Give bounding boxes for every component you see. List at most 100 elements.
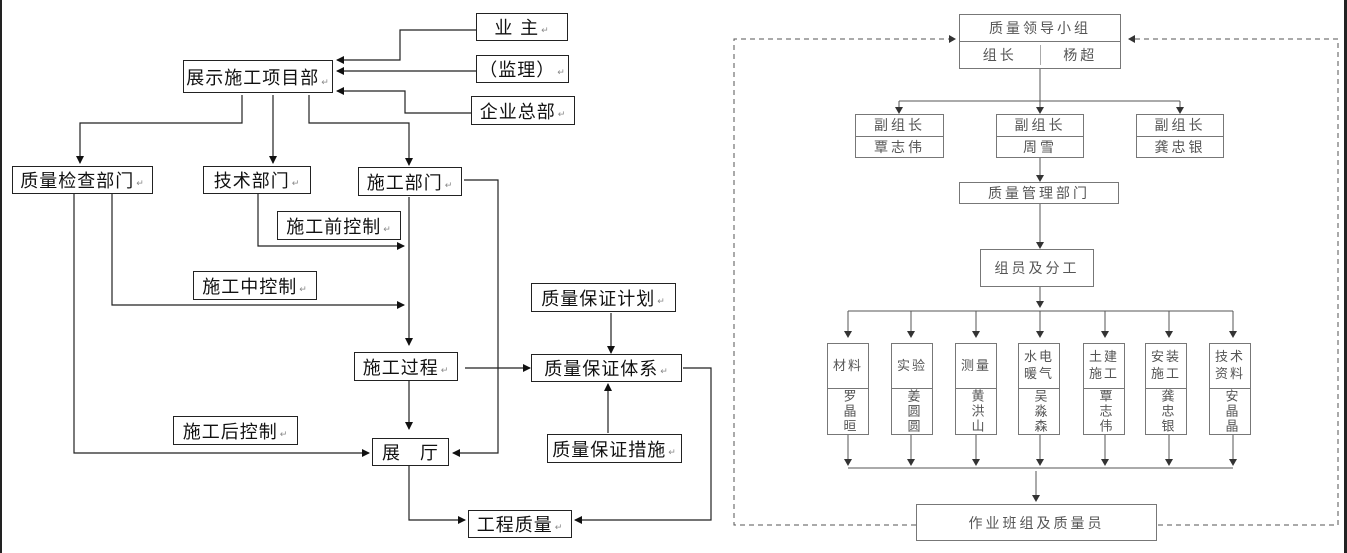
member-arrows-top: [844, 311, 1237, 338]
member-name: 吴淼森: [1031, 389, 1047, 434]
box-showroom: 展 厅: [372, 438, 449, 466]
arrow-project-to-qc: [76, 95, 243, 164]
member-duty: 技术资料: [1210, 344, 1250, 389]
box-member-2: 实验 姜圆圆: [891, 343, 933, 435]
box-supervisor: （监理）↵: [476, 55, 569, 83]
box-quality-mgmt-dept: 质量管理部门: [959, 182, 1119, 204]
arrow-owner-to-project: [336, 29, 476, 64]
tech-dept-label: 技术部门: [213, 171, 290, 192]
box-work-teams: 作业班组及质量员: [916, 504, 1157, 541]
paragraph-mark-icon: ↵: [660, 367, 669, 377]
box-qa-plan: 质量保证计划↵: [531, 283, 676, 312]
box-mid-construction-control: 施工中控制↵: [193, 271, 317, 300]
box-qa-system: 质量保证体系↵: [531, 354, 682, 382]
paragraph-mark-icon: ↵: [541, 26, 550, 36]
box-deputy-3: 副组长 龚忠银: [1136, 114, 1224, 158]
leadership-group-title: 质量领导小组: [989, 21, 1091, 37]
member-name: 龚忠银: [1158, 389, 1174, 434]
dashed-feedback-right: [1128, 35, 1339, 526]
box-quality-inspection-dept: 质量检查部门↵: [12, 166, 153, 194]
box-member-4: 水电暖气 吴淼森: [1018, 343, 1060, 435]
arrow-hq-to-project: [336, 87, 472, 114]
right-border: [1344, 0, 1347, 553]
paragraph-mark-icon: ↵: [657, 297, 666, 307]
member-duty: 实验: [892, 344, 932, 389]
box-construction-process: 施工过程↵: [354, 352, 458, 381]
paragraph-mark-icon: ↵: [554, 523, 564, 533]
arrow-tech-pre-control: [257, 193, 405, 250]
member-name: 罗晶晅: [840, 389, 856, 434]
leader-role: 组长: [982, 48, 1017, 64]
box-owner: 业 主↵: [476, 13, 568, 41]
box-post-construction-control: 施工后控制↵: [173, 416, 298, 445]
work-teams-label: 作业班组及质量员: [968, 515, 1105, 532]
arrow-qc-mid-control: [111, 193, 405, 309]
arrow-construction-to-showroom: [452, 179, 499, 457]
enterprise-hq-label: 企业总部: [479, 101, 556, 123]
paragraph-mark-icon: ↵: [444, 181, 454, 191]
box-project-quality: 工程质量↵: [468, 510, 572, 538]
box-tech-dept: 技术部门↵: [203, 166, 311, 194]
box-leadership-group: 质量领导小组 组长 杨超: [959, 14, 1121, 69]
paragraph-mark-icon: ↵: [291, 179, 301, 189]
deputy-name: 周雪: [997, 135, 1083, 158]
mid-construction-control-label: 施工中控制: [202, 276, 298, 298]
deputy-name: 覃志伟: [856, 135, 943, 158]
arrow-showroom-to-quality: [408, 465, 466, 524]
member-duty: 土建施工: [1084, 344, 1124, 389]
member-name: 黄洪山: [968, 389, 984, 434]
supervisor-label: （监理）: [479, 60, 556, 81]
deputy-role: 副组长: [1014, 118, 1066, 135]
member-duty: 材料: [828, 344, 868, 389]
qa-measures-label: 质量保证措施: [552, 439, 667, 461]
project-dept-label: 展示施工项目部: [186, 67, 320, 89]
box-enterprise-hq: 企业总部↵: [471, 96, 575, 125]
project-quality-label: 工程质量: [476, 515, 553, 536]
box-deputy-1: 副组长 覃志伟: [855, 114, 944, 158]
members-division-label: 组员及分工: [994, 261, 1080, 277]
qa-plan-label: 质量保证计划: [541, 288, 656, 310]
leader-name: 杨超: [1039, 45, 1121, 65]
member-duty: 测量: [956, 344, 996, 389]
box-deputy-2: 副组长 周雪: [996, 114, 1084, 158]
quality-mgmt-dept-label: 质量管理部门: [988, 186, 1090, 202]
box-members-division: 组员及分工: [980, 249, 1094, 287]
box-member-3: 测量 黄洪山: [955, 343, 997, 435]
quality-inspection-dept-label: 质量检查部门: [20, 171, 135, 192]
deputy-role: 副组长: [874, 118, 925, 135]
construction-dept-label: 施工部门: [366, 172, 443, 194]
qa-system-label: 质量保证体系: [544, 359, 659, 380]
post-construction-control-label: 施工后控制: [182, 421, 278, 443]
member-duty: 安装施工: [1146, 344, 1186, 389]
construction-process-label: 施工过程: [362, 357, 439, 379]
box-qa-measures: 质量保证措施↵: [547, 434, 682, 463]
box-pre-construction-control: 施工前控制↵: [277, 211, 401, 240]
member-duty: 水电暖气: [1019, 344, 1059, 389]
arrow-qa-system-to-quality: [574, 367, 712, 524]
deputy-role: 副组长: [1154, 118, 1206, 135]
paragraph-mark-icon: ↵: [321, 78, 330, 88]
owner-label: 业 主: [494, 18, 540, 39]
member-name: 安晶晶: [1222, 389, 1238, 434]
box-member-5: 土建施工 覃志伟: [1083, 343, 1125, 435]
paragraph-mark-icon: ↵: [557, 110, 567, 120]
paragraph-mark-icon: ↵: [383, 225, 392, 235]
arrow-qc-post-control: [73, 193, 370, 457]
dashed-feedback-left: [733, 35, 956, 526]
arrow-project-to-construction: [308, 95, 413, 166]
paragraph-mark-icon: ↵: [668, 448, 677, 458]
paragraph-mark-icon: ↵: [279, 430, 289, 440]
member-name: 覃志伟: [1096, 389, 1112, 434]
showroom-label: 展 厅: [382, 443, 439, 464]
paragraph-mark-icon: ↵: [136, 179, 145, 189]
paragraph-mark-icon: ↵: [299, 285, 308, 295]
box-member-1: 材料 罗晶晅: [827, 343, 869, 435]
deputy-name: 龚忠银: [1137, 135, 1223, 158]
box-member-6: 安装施工 龚忠银: [1145, 343, 1187, 435]
leadership-group-leader: 组长 杨超: [960, 41, 1120, 68]
box-project-dept: 展示施工项目部↵: [183, 60, 333, 93]
left-border: [0, 0, 2, 553]
paragraph-mark-icon: ↵: [440, 366, 450, 376]
